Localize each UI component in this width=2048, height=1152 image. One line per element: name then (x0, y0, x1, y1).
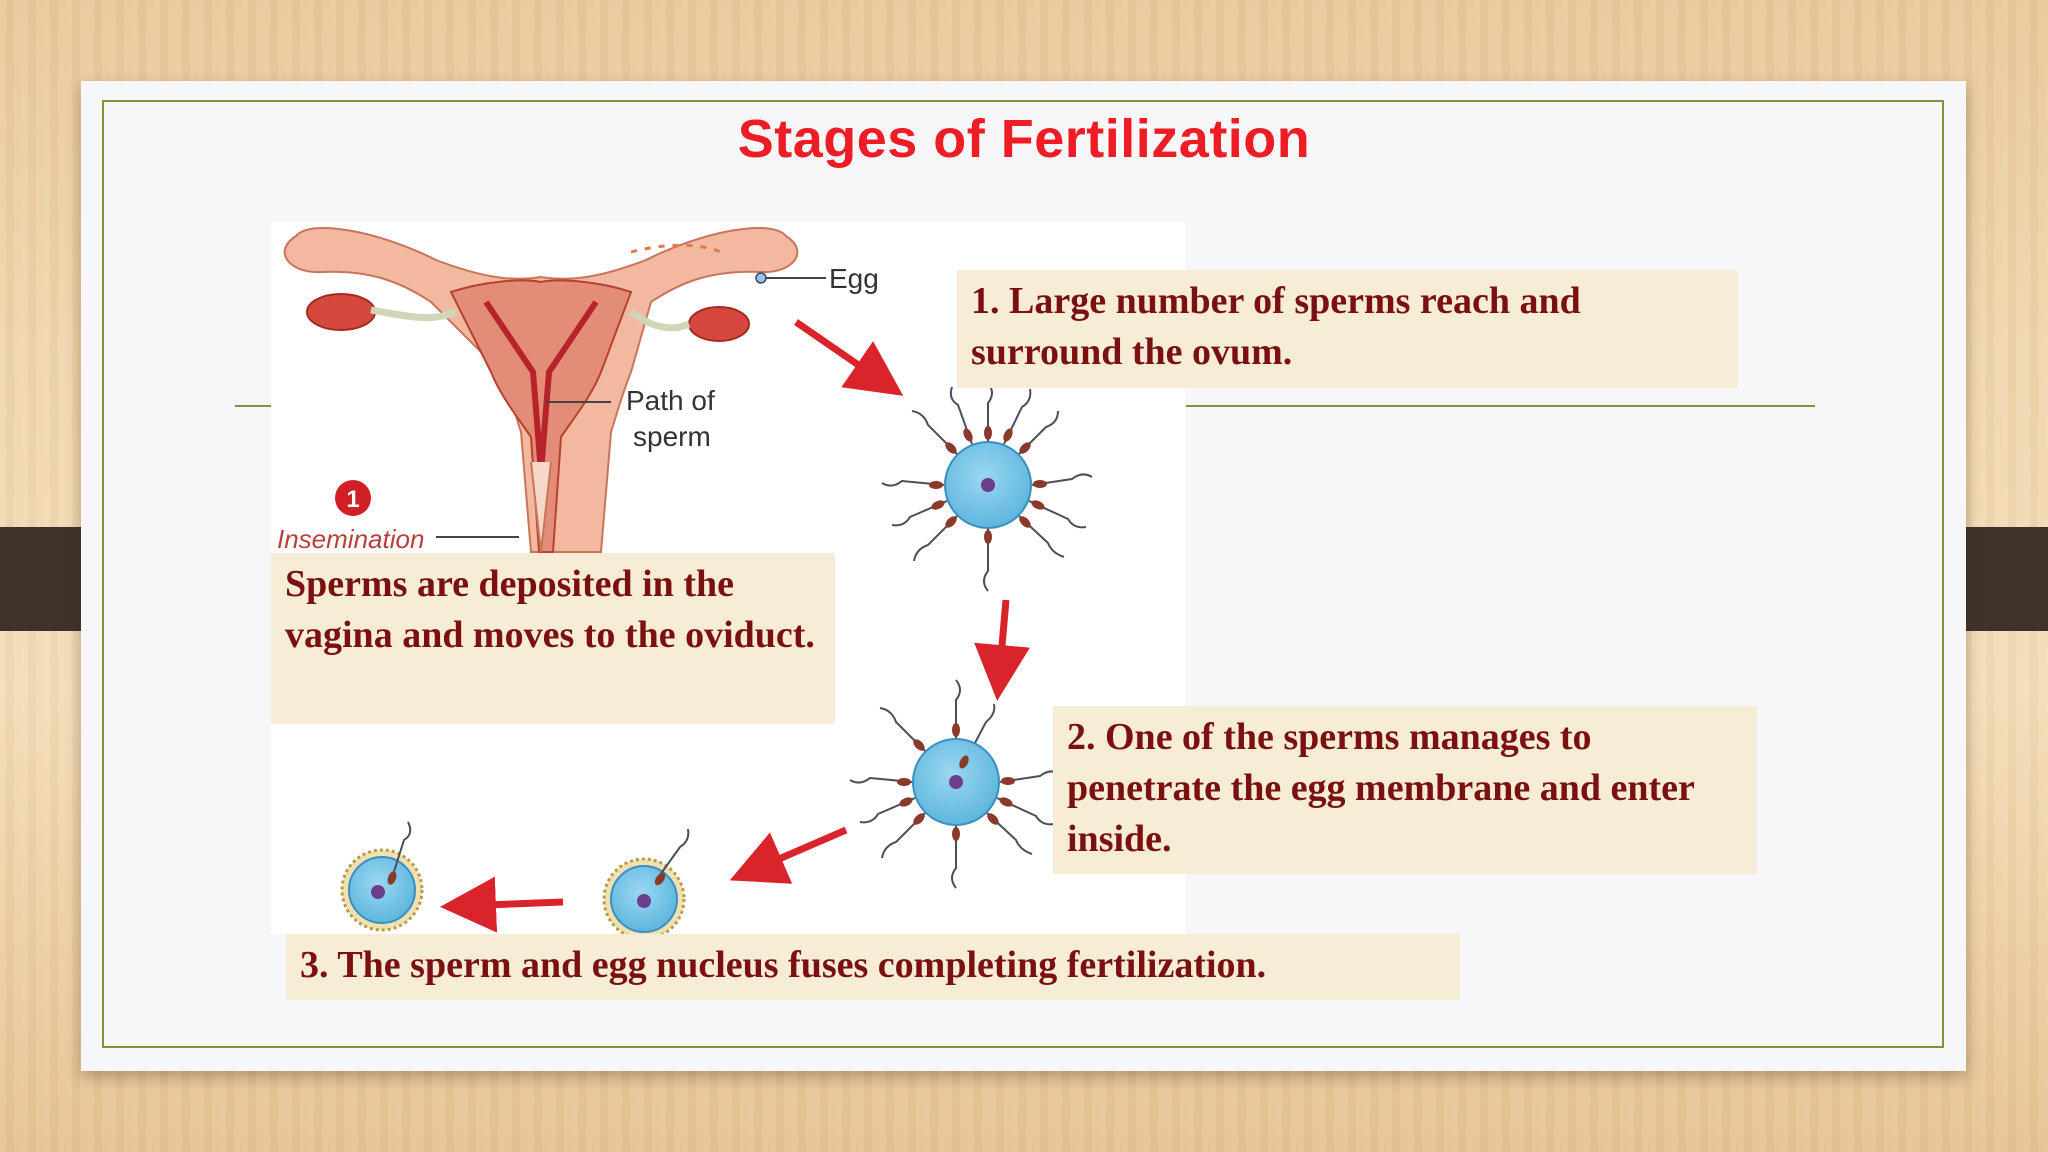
insemination-text-box: Sperms are deposited in the vagina and m… (271, 553, 835, 724)
divider-right (1185, 405, 1815, 407)
stage3-text-box: 3. The sperm and egg nucleus fuses compl… (286, 934, 1460, 1000)
egg-with-sperm-inside (604, 829, 688, 934)
arrow-to-stage1 (796, 322, 886, 384)
egg-label: Egg (829, 263, 879, 294)
uterus-illustration (285, 228, 826, 552)
insemination-label: Insemination (277, 524, 424, 554)
path-of-sperm-label-2: sperm (633, 421, 711, 452)
arrow-to-fusion (461, 902, 563, 906)
egg-surrounded-by-sperms (882, 383, 1092, 591)
path-of-sperm-label-1: Path of (626, 385, 715, 416)
arrow-to-stage3 (749, 830, 846, 872)
arrow-to-stage2 (999, 600, 1006, 680)
fertilized-egg (342, 822, 422, 930)
stage2-text-box: 2. One of the sperms manages to penetrat… (1053, 706, 1757, 874)
stage1-text-box: 1. Large number of sperms reach and surr… (957, 270, 1738, 388)
step-badge: 1 (346, 486, 359, 513)
slide-title: Stages of Fertilization (0, 108, 2048, 170)
egg-penetrated-by-sperm (850, 680, 1060, 888)
